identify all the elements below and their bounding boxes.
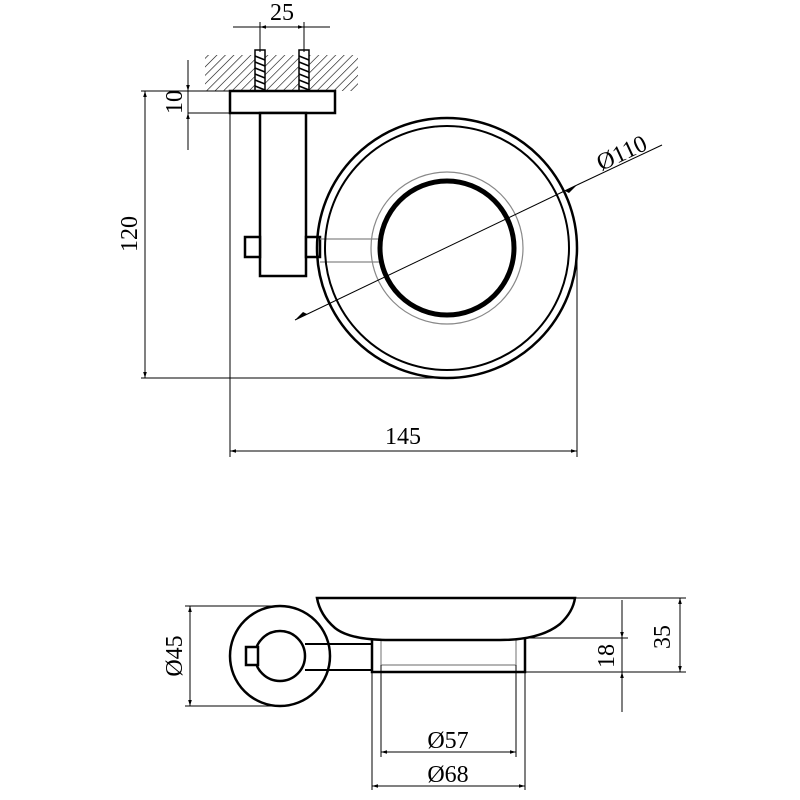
post-knob-left <box>243 235 262 259</box>
rosette-knob <box>244 645 260 667</box>
screw-left <box>254 49 266 95</box>
rosette-inner <box>253 629 307 683</box>
dim-mount-diameter: Ø45 <box>162 635 188 676</box>
dim-pin-spacing: 25 <box>270 0 294 26</box>
dim-height: 120 <box>117 216 143 252</box>
holder-ring <box>370 636 527 674</box>
dim-plate-thickness: 10 <box>162 90 188 114</box>
mount-plate <box>228 89 337 115</box>
dim-diameter-dish: Ø110 <box>593 131 652 177</box>
ring-grey-circle <box>370 171 524 325</box>
top-view: 25 10 120 145 Ø110 <box>117 0 663 457</box>
dish-outer-inner-circle <box>324 125 570 371</box>
dish-profile <box>315 596 577 642</box>
wall-hatch <box>205 55 358 91</box>
dim-ring-height: 18 <box>594 644 620 668</box>
dim-inner-ring-diameter: Ø57 <box>427 728 468 754</box>
dim-width: 145 <box>385 424 421 450</box>
dim-total-height: 35 <box>650 625 676 649</box>
ring-thick-circle <box>377 178 517 318</box>
dim-outer-ring-diameter: Ø68 <box>427 762 468 788</box>
mount-post <box>258 111 308 278</box>
dish-outer-circle <box>315 116 579 380</box>
screw-right <box>298 49 310 95</box>
side-view: Ø45 Ø57 Ø68 18 35 <box>162 596 686 790</box>
